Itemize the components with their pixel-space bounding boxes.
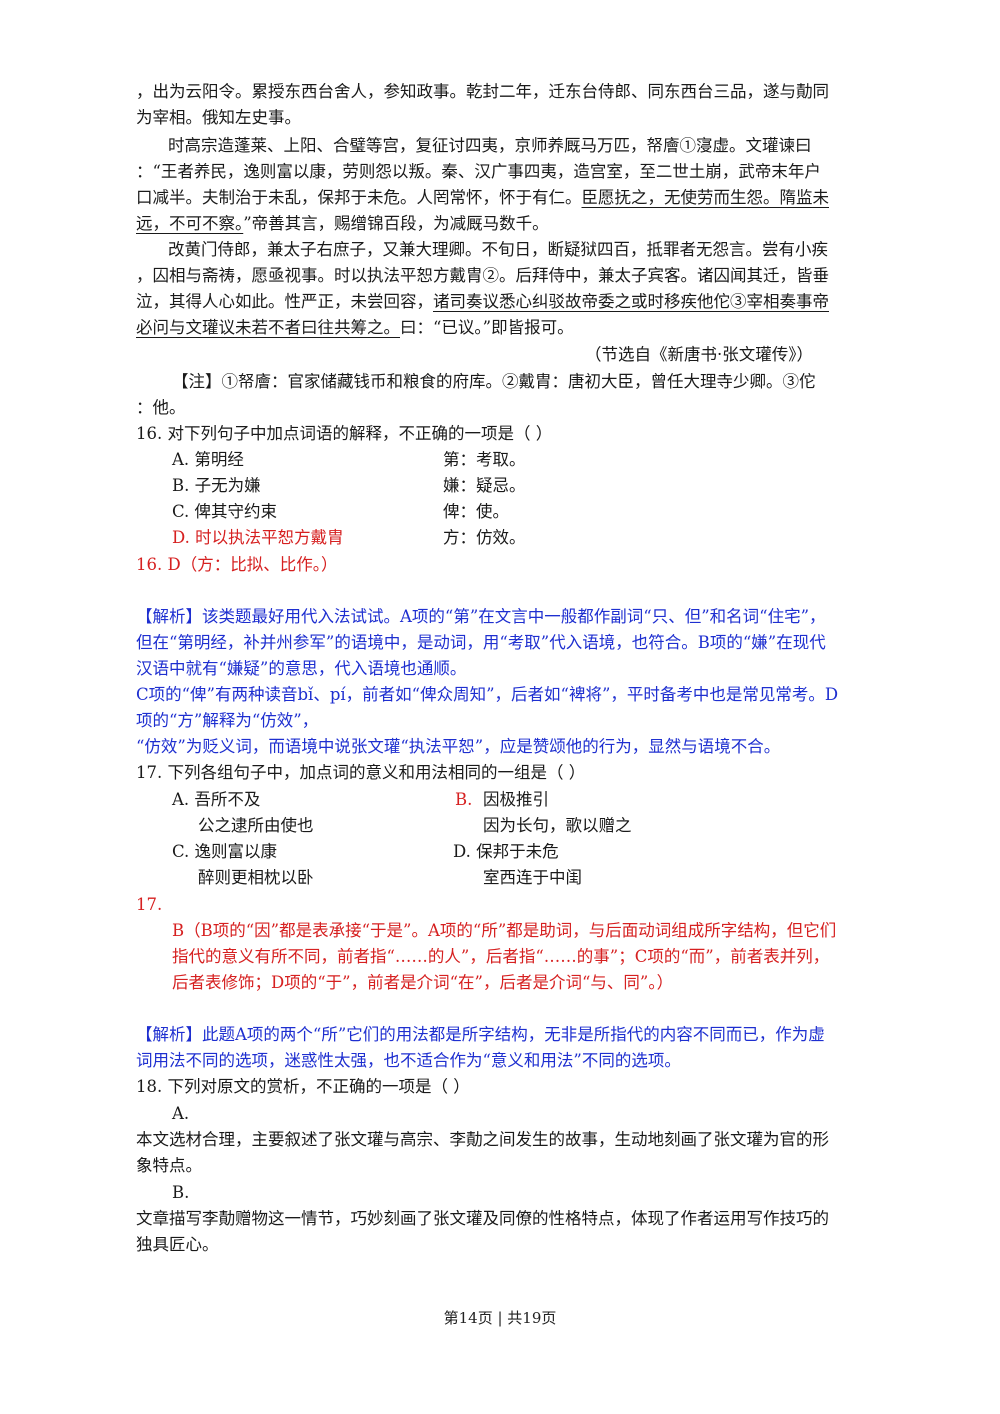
q18-option-b: 文章描写李勣赠物这一情节，巧妙刻画了张文瓘及同僚的性格特点，体现了作者运用写作技… bbox=[136, 1209, 829, 1228]
passage-line: 为宰相。俄知左史事。 bbox=[136, 108, 301, 127]
underlined-sentence: 必问与文瓘议未若不者曰往共筹之。 bbox=[136, 318, 400, 337]
passage-line: ，囚相与斋祷，愿亟视事。时以执法平恕方戴胄②。后拜侍中，兼太子宾客。诸囚闻其迁，… bbox=[136, 266, 829, 285]
q17-answer: 指代的意义有所不同，前者指“……的人”，后者指“……的事”；C项的“而”，前者表… bbox=[172, 947, 830, 966]
q17-answer: B（B项的“因”都是表承接“于是”。A项的“所”都是助词，与后面动词组成所字结构… bbox=[172, 921, 837, 940]
underlined-sentence: 臣愿抚之，无使劳而生怨。隋监未 bbox=[581, 188, 830, 207]
passage-text: 曰：“已议。”即皆报可。 bbox=[400, 318, 574, 337]
q17-answer-number: 17. bbox=[136, 895, 163, 914]
q16-option-c-gloss: 俾：使。 bbox=[443, 502, 509, 521]
q17-option-d-2: 室西连于中闺 bbox=[483, 868, 582, 887]
passage-source: （节选自《新唐书·张文瓘传》） bbox=[585, 345, 813, 364]
q16-analysis: 项的“方”解释为“仿效”， bbox=[136, 711, 319, 730]
q16-option-b: B. 子无为嫌 bbox=[172, 476, 261, 495]
passage-line: 远，不可不察。”帝善其言，赐缯锦百段，为减厩马数千。 bbox=[136, 211, 549, 237]
q17-option-b-letter: B. bbox=[455, 790, 473, 809]
passage-text: ”帝善其言，赐缯锦百段，为减厩马数千。 bbox=[243, 214, 549, 233]
q16-option-b-gloss: 嫌：疑忌。 bbox=[443, 476, 526, 495]
q16-analysis: 【解析】该类题最好用代入法试试。A项的“第”在文言中一般都作副词“只、但”和名词… bbox=[136, 607, 826, 626]
q17-option-a-2: 公之逮所由使也 bbox=[198, 816, 314, 835]
q16-option-a-gloss: 第：考取。 bbox=[443, 450, 526, 469]
q17-option-a: A. 吾所不及 bbox=[172, 790, 261, 809]
q16-analysis: C项的“俾”有两种读音bǐ、pí，前者如“俾众周知”，后者如“裨将”，平时备考中… bbox=[136, 685, 839, 704]
q16-analysis: 汉语中就有“嫌疑”的意思，代入语境也通顺。 bbox=[136, 659, 467, 678]
q17-option-c-2: 醉则更相枕以卧 bbox=[198, 868, 314, 887]
q17-option-b: 因极推引 bbox=[483, 790, 549, 809]
passage-line: 必问与文瓘议未若不者曰往共筹之。曰：“已议。”即皆报可。 bbox=[136, 315, 574, 341]
q16-option-a: A. 第明经 bbox=[172, 450, 244, 469]
page-footer: 第14页 | 共19页 bbox=[443, 1309, 557, 1327]
passage-text: 口减半。夫制治于未乱，保邦于未危。人罔常怀，怀于有仁。 bbox=[136, 188, 582, 207]
q16-analysis: “仿效”为贬义词，而语境中说张文瓘“执法平恕”，应是赞颂他的行为，显然与语境不合… bbox=[136, 737, 781, 756]
question-17-stem: 17. 下列各组句子中，加点词的意义和用法相同的一组是（ ） bbox=[136, 763, 586, 782]
passage-line: ：“王者养民，逸则富以康，劳则怨以叛。秦、汉广事四夷，造宫室，至二世土崩，武帝末… bbox=[136, 162, 821, 181]
q17-analysis: 【解析】此题A项的两个“所”它们的用法都是所字结构，无非是所指代的内容不同而已，… bbox=[136, 1025, 825, 1044]
q18-option-b-letter: B. bbox=[172, 1183, 190, 1202]
q18-option-a-letter: A. bbox=[172, 1104, 190, 1123]
passage-text: 泣，其得人心如此。性严正，未尝回容， bbox=[136, 292, 433, 311]
q18-option-a: 本文选材合理，主要叙述了张文瓘与高宗、李勣之间发生的故事，生动地刻画了张文瓘为官… bbox=[136, 1130, 829, 1149]
question-16-stem: 16. 对下列句子中加点词语的解释，不正确的一项是（ ） bbox=[136, 424, 553, 443]
q18-option-b: 独具匠心。 bbox=[136, 1235, 219, 1254]
underlined-sentence: 远，不可不察。 bbox=[136, 214, 244, 233]
q18-option-a: 象特点。 bbox=[136, 1156, 202, 1175]
underlined-sentence: 诸司奏议悉心纠驳故帝委之或时移疾他佗③宰相奏事帝 bbox=[433, 292, 829, 311]
q16-option-d-gloss: 方：仿效。 bbox=[443, 528, 526, 547]
q16-option-c: C. 俾其守约束 bbox=[172, 502, 278, 521]
passage-line: 口减半。夫制治于未乱，保邦于未危。人罔常怀，怀于有仁。臣愿抚之，无使劳而生怨。隋… bbox=[136, 185, 829, 211]
q16-answer: 16. D（方：比拟、比作。） bbox=[136, 555, 338, 574]
passage-line: ，出为云阳令。累授东西台舍人，参知政事。乾封二年，迁东台侍郎、同东西台三品，遂与… bbox=[136, 82, 829, 101]
question-18-stem: 18. 下列对原文的赏析，不正确的一项是（ ） bbox=[136, 1077, 470, 1096]
q17-option-d: D. 保邦于未危 bbox=[453, 842, 559, 861]
passage-note: ：他。 bbox=[136, 398, 186, 417]
passage-line: 时高宗造蓬莱、上阳、合璧等宫，复征讨四夷，京师养厩马万匹，帑廥①寖虚。文瓘谏曰 bbox=[168, 136, 812, 155]
q16-analysis: 但在“第明经，补并州参军”的语境中，是动词，用“考取”代入语境，也符合。B项的“… bbox=[136, 633, 826, 652]
q17-option-b-2: 因为长句，歌以赠之 bbox=[483, 816, 632, 835]
passage-line: 泣，其得人心如此。性严正，未尝回容，诸司奏议悉心纠驳故帝委之或时移疾他佗③宰相奏… bbox=[136, 289, 829, 315]
q17-option-c: C. 逸则富以康 bbox=[172, 842, 278, 861]
q17-answer: 后者表修饰；D项的“于”，前者是介词“在”，后者是介词“与、同”。） bbox=[172, 973, 674, 992]
passage-note: 【注】①帑廥：官家储藏钱币和粮食的府库。②戴胄：唐初大臣，曾任大理寺少卿。③佗 bbox=[172, 372, 816, 391]
q16-option-d: D. 时以执法平恕方戴胄 bbox=[172, 528, 344, 547]
q17-analysis: 词用法不同的选项，迷惑性太强，也不适合作为“意义和用法”不同的选项。 bbox=[136, 1051, 681, 1070]
passage-line: 改黄门侍郎，兼太子右庶子，又兼大理卿。不旬日，断疑狱四百，抵罪者无怨言。尝有小疾 bbox=[168, 240, 828, 259]
